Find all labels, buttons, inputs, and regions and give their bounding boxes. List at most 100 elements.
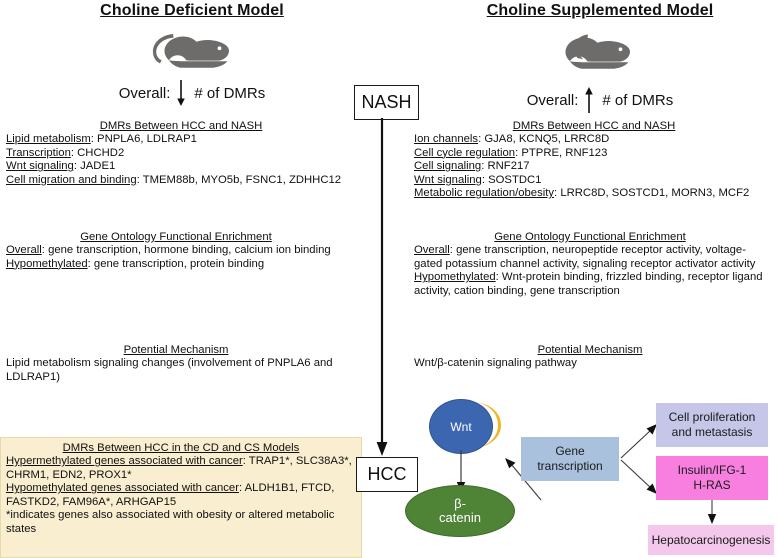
- cd-cs-row-1-value: : ALDH1B1, FTCD, FASTKD2, FAM96A*, ARHGA…: [6, 482, 335, 508]
- insulin-to-hepato-arrow-svg: [707, 500, 717, 524]
- left-dmr-row-0-value: : PNPLA6, LDLRAP1: [90, 133, 197, 145]
- right-dmr-row-4-value: : LRRC8D, SOSTCD1, MORN3, MCF2: [554, 187, 750, 200]
- right-go-row-1: Hypomethylated: Wnt-protein binding, fri…: [414, 271, 766, 298]
- nash-to-hcc-arrow-svg: [376, 118, 388, 456]
- right-dmr-row-2: Cell signaling: RNF217: [414, 160, 774, 174]
- right-go-row-0: Overall: gene transcription, neuropeptid…: [414, 244, 766, 271]
- right-dmr-row-4-label: Metabolic regulation/obesity: [414, 187, 555, 200]
- gene-to-proliferation-arrow: [619, 422, 659, 460]
- wnt-node: Wnt: [429, 399, 493, 454]
- gene-transcription-label-line2: transcription: [537, 459, 603, 473]
- left-go-heading: Gene Ontology Functional Enrichment: [80, 231, 272, 243]
- right-go-heading: Gene Ontology Functional Enrichment: [494, 231, 686, 243]
- left-dmr-row-3: Cell migration and binding: TMEM88b, MYO…: [6, 174, 356, 188]
- left-go-body: Overall: gene transcription, hormone bin…: [6, 244, 346, 271]
- right-dmr-row-0-value: : GJA8, KCNQ5, LRRC8D: [478, 133, 610, 145]
- left-go-row-1-value: : gene transcription, protein binding: [87, 257, 265, 270]
- mouse-icon-svg: [152, 34, 229, 69]
- beta-catenin-node: β- catenin: [405, 485, 515, 537]
- right-go-body: Overall: gene transcription, neuropeptid…: [414, 244, 766, 298]
- left-go-section: Gene Ontology Functional Enrichment Over…: [6, 231, 346, 271]
- up-arrow-icon: [583, 86, 597, 114]
- hepatocarcinogenesis-node: Hepatocarcinogenesis: [648, 525, 774, 555]
- beta-catenin-label-line1: β-: [454, 496, 466, 511]
- down-arrow-icon: [175, 79, 189, 107]
- right-overall-prefix: Overall:: [526, 91, 579, 109]
- down-arrow-svg: [177, 80, 186, 106]
- left-overall-prefix: Overall:: [118, 84, 171, 102]
- left-dmr-section: DMRs Between HCC and NASH Lipid metaboli…: [6, 120, 356, 187]
- right-dmr-section: DMRs Between HCC and NASH Ion channels: …: [414, 120, 774, 201]
- left-dmr-row-2-value: : JADE1: [73, 160, 116, 173]
- right-overall-line: Overall: # of DMRs: [430, 86, 770, 114]
- right-dmr-row-0: Ion channels: GJA8, KCNQ5, LRRC8D: [414, 133, 774, 147]
- gene-transcription-node: Gene transcription: [521, 437, 619, 481]
- hcc-box: HCC: [356, 457, 418, 492]
- bcatenin-to-gene-arrow: [503, 456, 543, 504]
- right-dmr-row-0-label: Ion channels: [414, 133, 479, 145]
- cd-cs-body: Hypermethylated genes associated with ca…: [6, 455, 356, 537]
- insulin-label-line1: Insulin/IFG-1: [677, 463, 747, 477]
- mouse-icon: [143, 26, 239, 74]
- cd-cs-row-1-label: Hypomethylated genes associated with can…: [6, 482, 239, 495]
- left-overall-suffix: # of DMRs: [194, 84, 266, 102]
- hepatocarcinogenesis-label: Hepatocarcinogenesis: [651, 532, 771, 547]
- beta-catenin-label-line2: catenin: [439, 510, 481, 525]
- cd-cs-row-0: Hypermethylated genes associated with ca…: [6, 455, 356, 482]
- left-dmr-row-1-value: : CHCHD2: [70, 146, 125, 159]
- left-dmr-row-2-label: Wnt signaling: [6, 160, 74, 173]
- right-dmr-row-2-label: Cell signaling: [414, 160, 482, 173]
- cell-proliferation-label-line2: and metastasis: [671, 425, 753, 439]
- right-dmr-row-3-label: Wnt signaling: [414, 173, 482, 186]
- up-arrow-svg: [585, 87, 594, 113]
- cd-cs-heading: DMRs Between HCC in the CD and CS Models: [62, 442, 300, 454]
- right-dmr-row-4: Metabolic regulation/obesity: LRRC8D, SO…: [414, 187, 774, 201]
- left-mechanism-text: Lipid metabolism signaling changes (invo…: [6, 357, 333, 383]
- left-dmr-row-0-label: Lipid metabolism: [6, 133, 91, 145]
- right-dmr-row-1: Cell cycle regulation: PTPRE, RNF123: [414, 147, 774, 161]
- nash-to-hcc-arrow: [370, 118, 394, 458]
- cd-cs-row-0-label: Hypermethylated genes associated with ca…: [6, 455, 243, 467]
- insulin-hras-node: Insulin/IFG-1 H-RAS: [656, 456, 768, 500]
- cd-cs-comparison-content: DMRs Between HCC in the CD and CS Models…: [6, 442, 356, 537]
- right-mechanism-text: Wnt/β-catenin signaling pathway: [414, 357, 577, 369]
- gene-to-insulin-arrow: [619, 458, 659, 496]
- left-dmr-body: Lipid metabolism: PNPLA6, LDLRAP1 Transc…: [6, 133, 356, 187]
- right-column-title: Choline Supplemented Model: [486, 2, 714, 19]
- right-dmr-row-3: Wnt signaling: SOSTDC1: [414, 174, 774, 188]
- left-dmr-row-2: Wnt signaling: JADE1: [6, 160, 356, 174]
- right-go-row-1-value: : Wnt-protein binding, frizzled binding,…: [414, 271, 763, 297]
- left-go-row-0: Overall: gene transcription, hormone bin…: [6, 244, 346, 258]
- left-mechanism-heading: Potential Mechanism: [123, 344, 229, 356]
- cell-proliferation-label-line1: Cell proliferation: [668, 410, 756, 424]
- right-overall-suffix: # of DMRs: [602, 91, 674, 109]
- left-overall-line: Overall: # of DMRs: [22, 79, 362, 107]
- right-dmr-row-3-value: : SOSTDC1: [481, 173, 542, 186]
- gene-transcription-label-line1: Gene: [555, 444, 585, 458]
- gene-to-proliferation-arrow-svg: [620, 424, 657, 459]
- right-go-row-0-label: Overall: [414, 244, 450, 256]
- left-go-row-1-label: Hypomethylated: [6, 257, 88, 270]
- right-go-row-0-value: : gene transcription, neuropeptide recep…: [414, 244, 756, 270]
- cd-cs-row-0-value: : TRAP1*, SLC38A3*, CHRM1, EDN2, PROX1*: [6, 455, 352, 481]
- left-column-title: Choline Deficient Model: [100, 2, 284, 19]
- wnt-label: Wnt: [450, 419, 472, 434]
- right-mechanism-heading: Potential Mechanism: [537, 344, 643, 356]
- right-dmr-row-1-value: : PTPRE, RNF123: [515, 146, 608, 159]
- right-dmr-row-1-label: Cell cycle regulation: [414, 146, 516, 159]
- left-go-row-1: Hypomethylated: gene transcription, prot…: [6, 258, 346, 272]
- bcatenin-to-gene-arrow-svg: [505, 458, 542, 501]
- cell-proliferation-node: Cell proliferation and metastasis: [656, 403, 768, 447]
- left-dmr-row-1: Transcription: CHCHD2: [6, 147, 356, 161]
- left-go-row-0-label: Overall: [6, 244, 42, 256]
- cd-cs-comparison-panel: [0, 437, 362, 558]
- cd-cs-row-1: Hypomethylated genes associated with can…: [6, 482, 356, 509]
- left-dmr-row-1-label: Transcription: [6, 146, 71, 159]
- nash-box: NASH: [354, 85, 419, 120]
- insulin-to-hepato-arrow: [704, 500, 720, 526]
- insulin-label-line2: H-RAS: [693, 478, 731, 492]
- cd-cs-footnote: *indicates genes also associated with ob…: [6, 509, 335, 535]
- right-go-row-1-label: Hypomethylated: [414, 271, 496, 284]
- gene-to-insulin-arrow-svg: [620, 459, 657, 494]
- mouse-icon: [548, 26, 638, 74]
